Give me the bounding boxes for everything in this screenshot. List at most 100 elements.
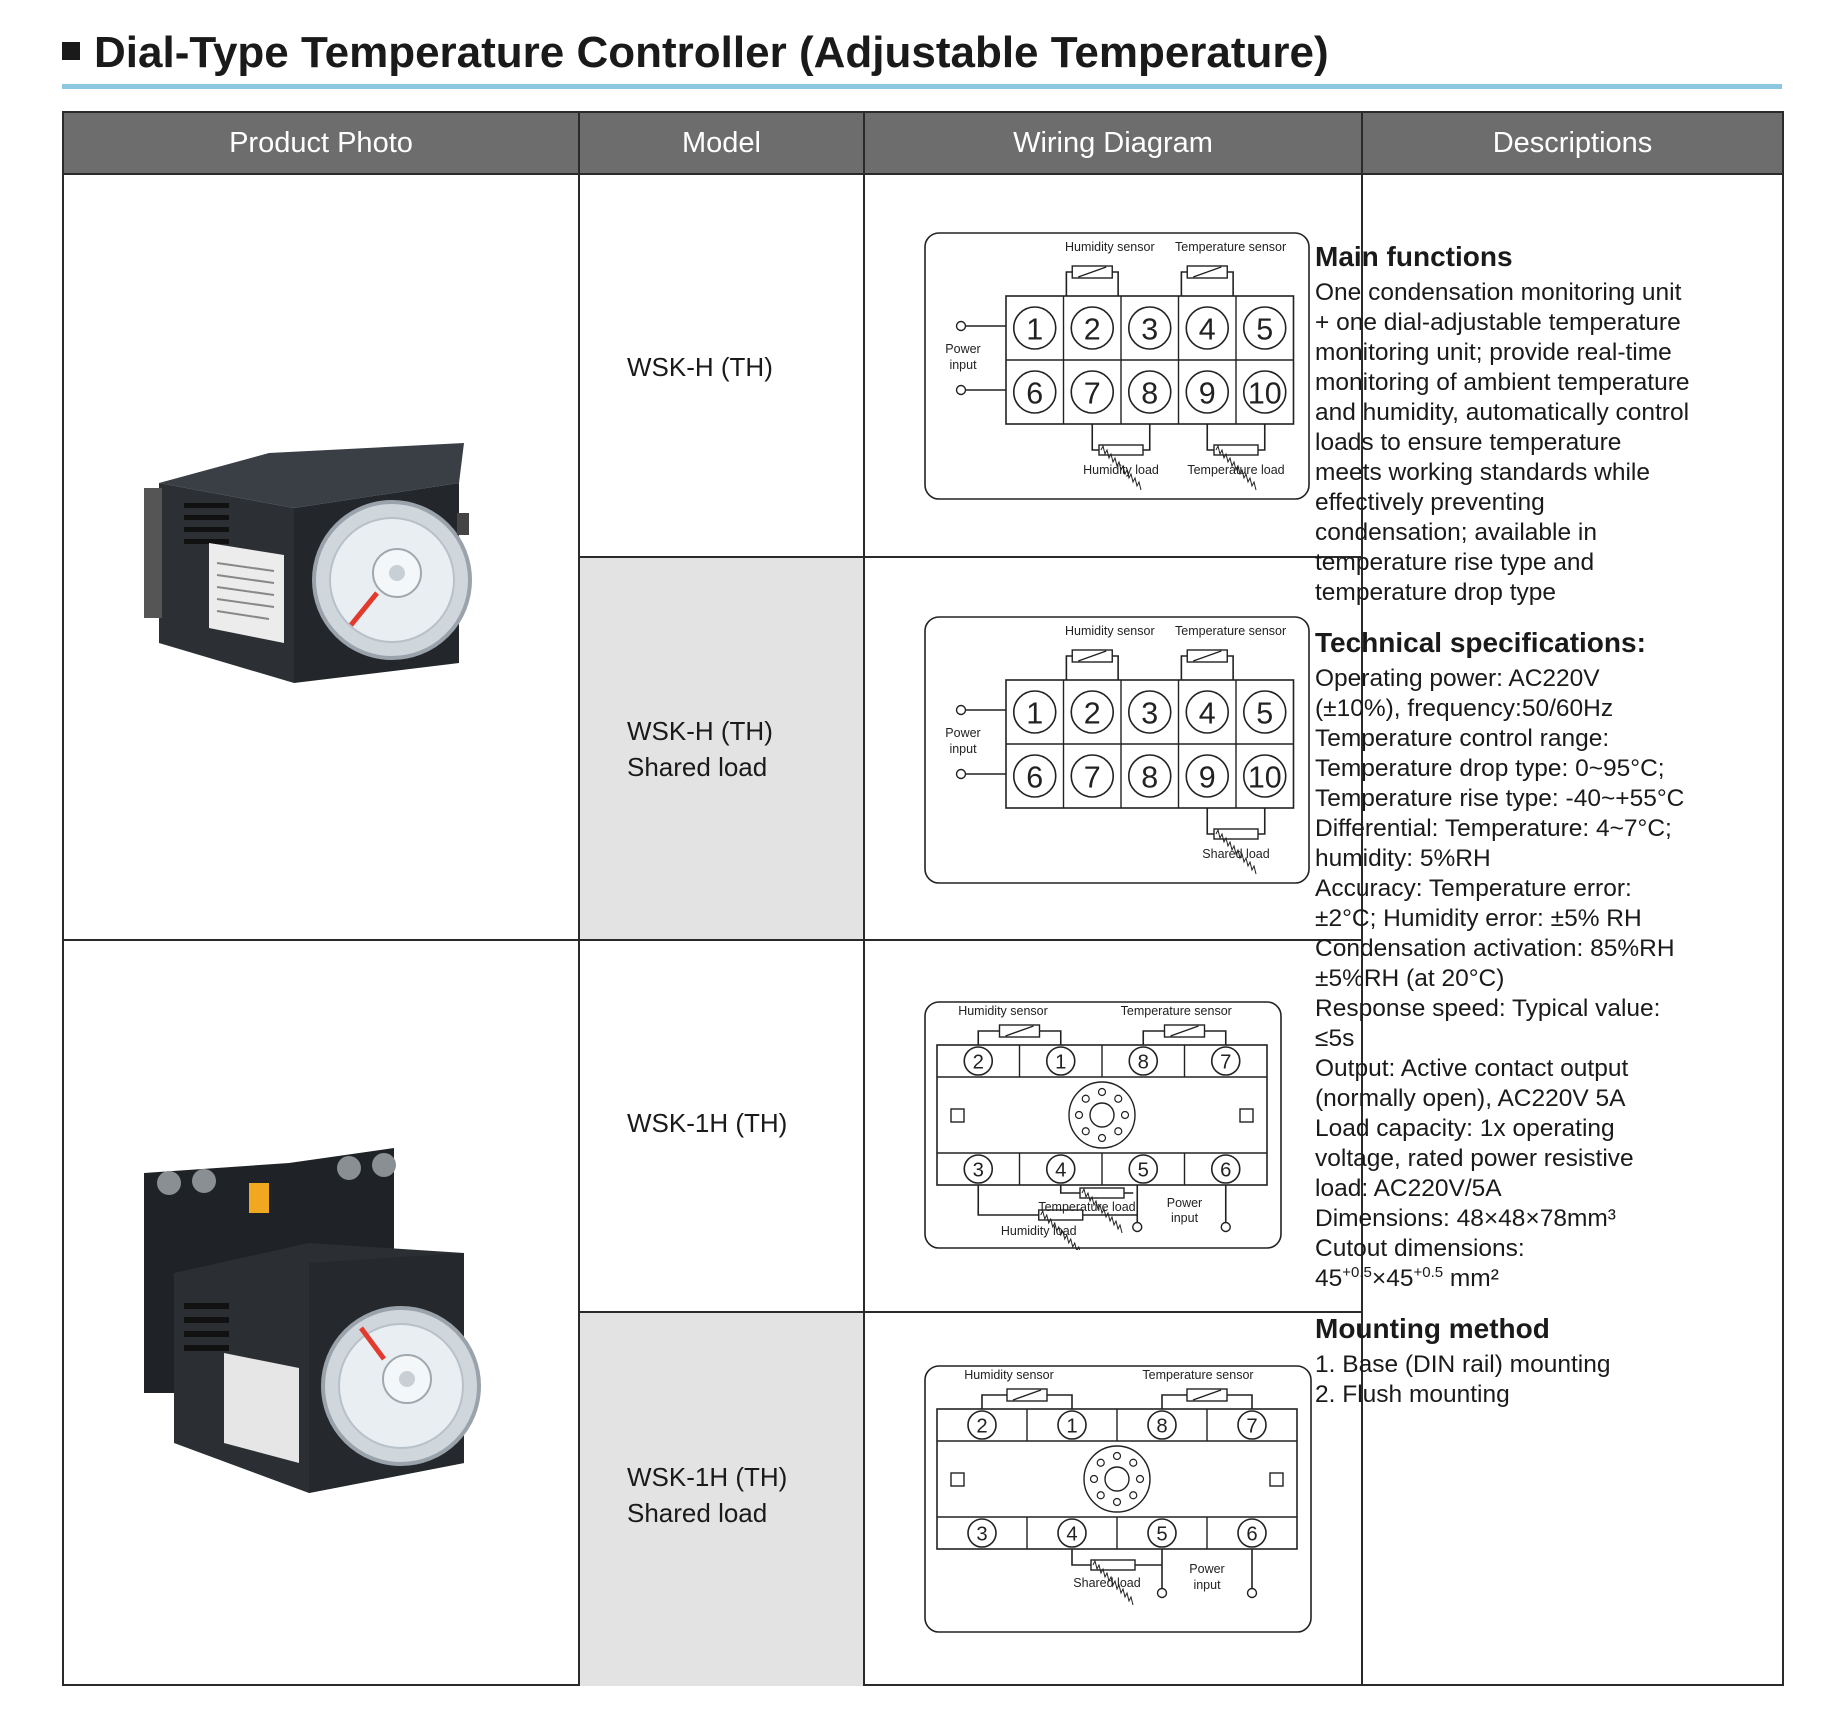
power-label: input — [949, 358, 977, 372]
terminal-number: 6 — [1220, 1160, 1231, 1182]
terminal-number: 2 — [1084, 697, 1101, 731]
terminal-circle — [1070, 754, 1115, 798]
power-label: Power — [945, 342, 980, 356]
terminal-number: 4 — [1055, 1160, 1066, 1182]
title-underline — [62, 84, 1782, 89]
model-cell-1: WSK-H (TH) — [627, 349, 773, 385]
terminal-circle — [967, 1518, 997, 1548]
terminal-circle — [1185, 754, 1230, 798]
terminal-dot — [1220, 1221, 1231, 1233]
terminal-number: 4 — [1199, 313, 1216, 347]
terminal-circle — [1185, 690, 1230, 734]
tech-specs-line: Temperature rise type: -40~+55°C — [1315, 785, 1685, 812]
terminal-number: 4 — [1066, 1524, 1077, 1546]
load-coil — [1215, 444, 1257, 491]
socket-pin — [1096, 1491, 1105, 1500]
terminal-circle — [967, 1410, 997, 1440]
terminal-circle — [1070, 370, 1115, 414]
load-symbol — [1098, 444, 1144, 456]
model-cell-3: WSK-1H (TH) — [627, 1105, 787, 1141]
terminal-number: 7 — [1246, 1416, 1257, 1438]
main-functions-line: condensation; available in — [1315, 519, 1597, 546]
main-functions-line: meets working standards while — [1315, 459, 1650, 486]
power-label: input — [949, 742, 977, 756]
temperature-load-label: Temperature load — [1038, 1200, 1135, 1214]
cutout-b-tolerance: +0.5 — [1413, 1263, 1444, 1281]
terminal-number: 1 — [1026, 313, 1043, 347]
load-symbol — [1213, 828, 1259, 840]
main-functions-line: temperature rise type and — [1315, 549, 1595, 576]
terminal-circle — [1012, 370, 1057, 414]
mount-hole — [1269, 1472, 1284, 1487]
socket-pin — [1097, 1087, 1107, 1097]
terminal-number: 5 — [1138, 1160, 1149, 1182]
tech-specs-line: Load capacity: 1x operating — [1315, 1115, 1615, 1142]
terminal-number: 8 — [1138, 1052, 1149, 1074]
header-descriptions: Descriptions — [1492, 127, 1653, 159]
load-symbol — [1090, 1559, 1136, 1571]
humidity-sensor-label: Humidity sensor — [964, 1368, 1054, 1382]
socket-center — [1104, 1466, 1130, 1492]
power-label: Power — [1189, 1562, 1224, 1576]
sensor-arrow — [1193, 266, 1222, 278]
tech-specs-line: Temperature control range: — [1315, 725, 1610, 752]
terminal-number: 9 — [1199, 377, 1216, 411]
terminal-circle — [1012, 306, 1057, 350]
terminal-number: 2 — [1084, 313, 1101, 347]
humidity-load-label: Humidity load — [1083, 463, 1159, 477]
main-functions-line: + one dial-adjustable temperature — [1315, 309, 1681, 336]
cutout-b: 45 — [1386, 1265, 1414, 1292]
mounting-line: 1. Base (DIN rail) mounting — [1315, 1351, 1611, 1378]
terminal-number: 3 — [973, 1160, 984, 1182]
terminal-number: 10 — [1248, 761, 1282, 795]
terminal-circle — [1070, 690, 1115, 734]
tech-specs-line: ±2°C; Humidity error: ±5% RH — [1315, 905, 1642, 932]
terminal-number: 10 — [1248, 377, 1282, 411]
model-cell-shade-2 — [580, 558, 863, 940]
terminal-circle — [1057, 1410, 1087, 1440]
header-product-photo: Product Photo — [229, 127, 413, 159]
terminal-number: 3 — [976, 1524, 987, 1546]
terminal-circle — [1237, 1410, 1267, 1440]
socket-pin — [1096, 1458, 1105, 1467]
load-coil — [1100, 444, 1142, 491]
tech-specs-line: Temperature drop type: 0~95°C; — [1315, 755, 1665, 782]
socket-pin — [1074, 1110, 1084, 1120]
col-divider — [578, 113, 580, 1684]
tech-specs-line: load: AC220V/5A — [1315, 1175, 1502, 1202]
terminal-dot — [955, 704, 967, 716]
terminal-circle — [1210, 1046, 1241, 1076]
temperature-load-label: Temperature load — [1187, 463, 1284, 477]
tech-specs-line: ±5%RH (at 20°C) — [1315, 965, 1505, 992]
cutout-a: 45 — [1315, 1265, 1343, 1292]
sensor-arrow — [1170, 1025, 1199, 1037]
terminal-dot — [1132, 1221, 1143, 1233]
power-label: input — [1193, 1578, 1221, 1592]
temperature-sensor-label: Temperature sensor — [1142, 1368, 1253, 1382]
row-divider — [578, 556, 1363, 558]
model-cell-shade-4 — [580, 1313, 863, 1686]
main-functions: Main functions One condensation monitori… — [1315, 240, 1735, 608]
terminal-dot — [955, 384, 967, 396]
header-model: Model — [682, 127, 761, 159]
product-photo-wsk-1h — [144, 1148, 481, 1493]
load-coil — [1215, 828, 1257, 875]
mount-hole — [950, 1472, 965, 1487]
terminal-number: 7 — [1084, 761, 1101, 795]
tech-specs-line: voltage, rated power resistive — [1315, 1145, 1634, 1172]
socket-pin — [1129, 1458, 1138, 1467]
terminal-number: 1 — [1066, 1416, 1077, 1438]
tech-specs-line: Cutout dimensions: — [1315, 1235, 1525, 1262]
sensor-arrow — [1012, 1389, 1042, 1401]
load-coil — [1081, 1187, 1123, 1234]
terminal-number: 8 — [1141, 377, 1158, 411]
header-wiring-diagram: Wiring Diagram — [1013, 127, 1213, 159]
model-name: WSK-1H (TH) — [627, 1462, 788, 1492]
humidity-sensor-label: Humidity sensor — [958, 1004, 1048, 1018]
terminal-number: 9 — [1199, 761, 1216, 795]
temperature-sensor-label: Temperature sensor — [1175, 240, 1286, 254]
tech-specs-line: Operating power: AC220V — [1315, 665, 1600, 692]
socket-pin — [1120, 1110, 1130, 1120]
